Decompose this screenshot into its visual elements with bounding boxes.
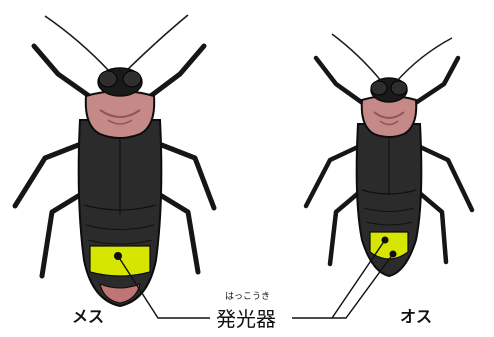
male-lantern (370, 232, 408, 259)
lantern-reading: はっこうき (225, 291, 270, 302)
female-lantern (90, 246, 150, 276)
female-eye-right (123, 71, 141, 87)
female-antenna-right (125, 15, 188, 72)
male-antenna-right (396, 38, 452, 82)
male-antenna-left (332, 34, 382, 82)
female-pronotum (86, 91, 154, 138)
male-firefly (306, 34, 472, 276)
female-eye-left (99, 71, 117, 87)
lantern-label: 発光器 (216, 307, 276, 331)
male-eye-left (371, 81, 387, 95)
female-firefly (15, 15, 214, 306)
male-eye-right (391, 81, 407, 95)
female-label: メス (72, 307, 104, 326)
male-label: オス (400, 307, 432, 326)
female-antenna-left (45, 16, 110, 72)
